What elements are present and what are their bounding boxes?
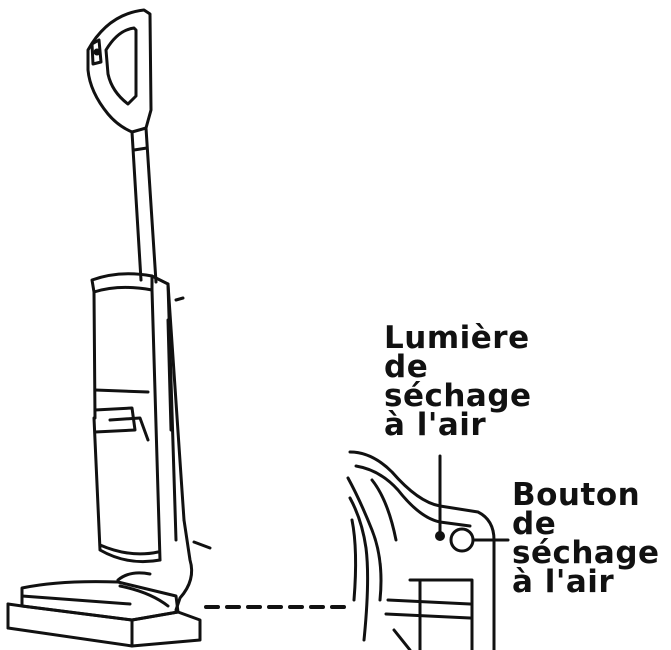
drying-light-label-line: séchage xyxy=(384,378,532,414)
vacuum-shaft xyxy=(130,126,158,284)
drying-light-label: Lumière de séchage à l'air xyxy=(384,320,532,443)
drying-button-label-line: à l'air xyxy=(512,564,615,600)
drying-light-label-line: Lumière xyxy=(384,320,530,356)
drying-button-label-line: séchage xyxy=(512,535,660,571)
vacuum-handle xyxy=(86,8,153,134)
drying-light-indicator xyxy=(435,454,445,541)
zoom-detail xyxy=(346,450,496,650)
drying-button-label: Bouton de séchage à l'air xyxy=(512,477,660,600)
drying-button-label-line: de xyxy=(512,506,557,542)
drying-button-label-line: Bouton xyxy=(512,477,641,513)
vacuum-floor-head xyxy=(6,518,212,648)
drying-light-label-line: de xyxy=(384,349,429,385)
drying-button-indicator xyxy=(449,527,510,553)
drying-light-label-line: à l'air xyxy=(384,407,487,443)
vacuum-body xyxy=(90,272,186,564)
